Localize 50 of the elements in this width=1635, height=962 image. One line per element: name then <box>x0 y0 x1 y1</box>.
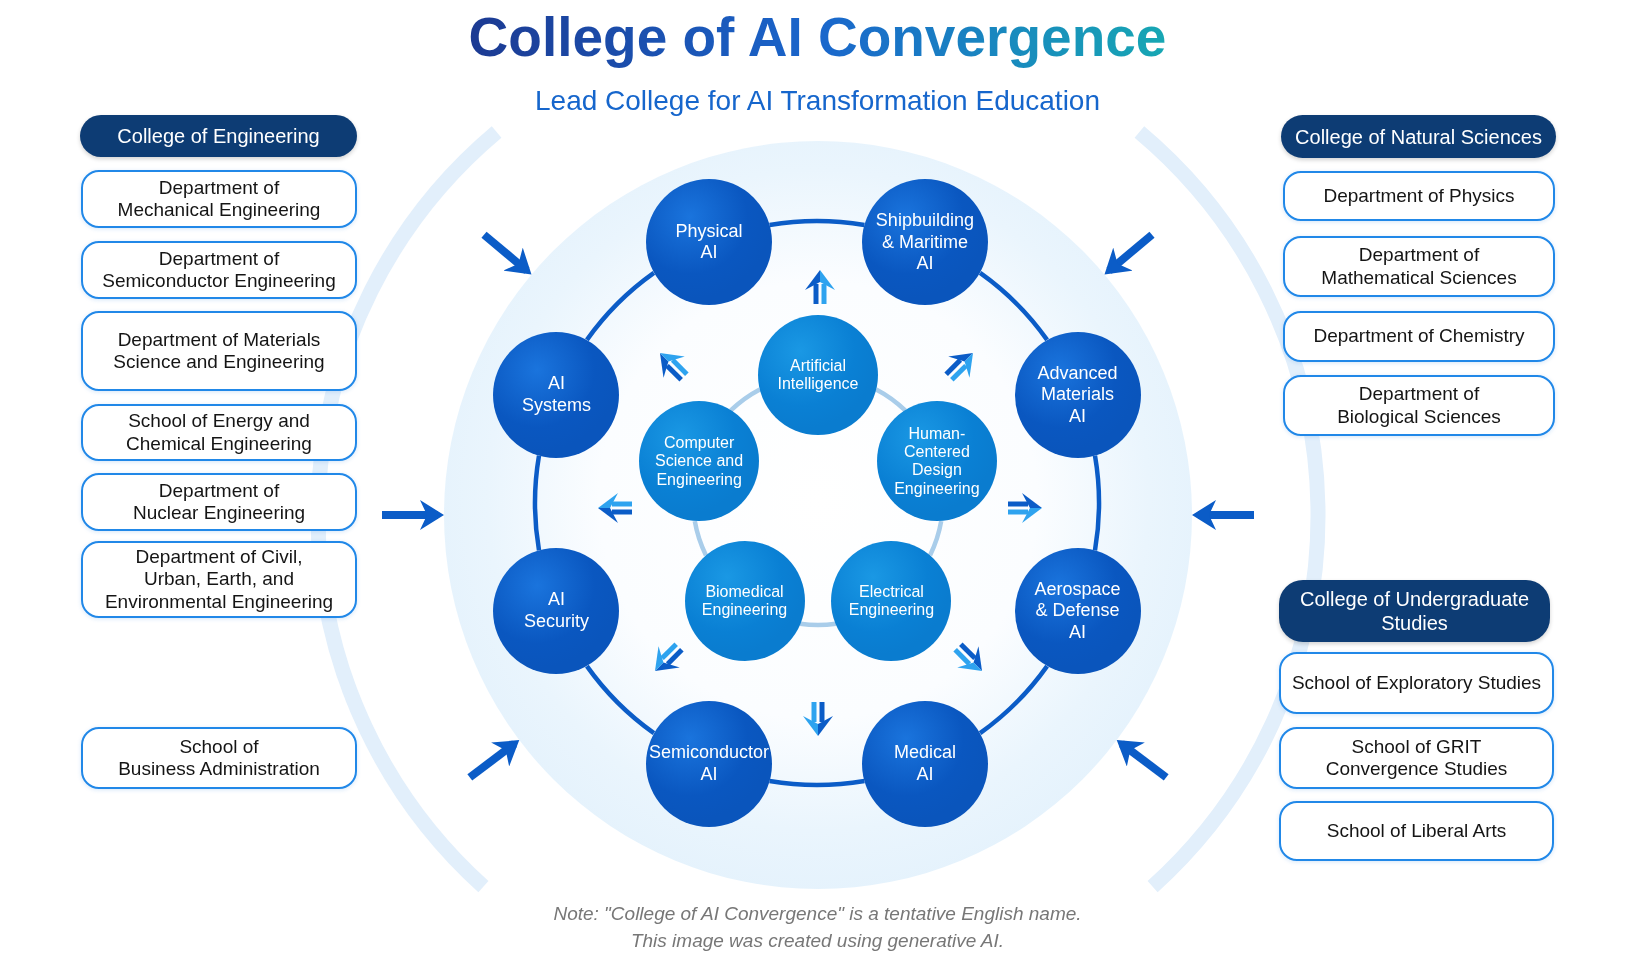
college-header: College of Undergraduate Studies <box>1279 580 1550 642</box>
ring-line <box>978 271 1049 342</box>
unit-box: Department of Civil, Urban, Earth, and Environmental Engineering <box>81 541 357 618</box>
unit-box: Department of Physics <box>1283 171 1555 221</box>
ring-line <box>928 520 944 557</box>
ring-line <box>875 387 907 413</box>
field-circle: Semiconductor AI <box>646 700 773 827</box>
arrow <box>481 231 532 275</box>
field-circle: AI Security <box>493 547 620 674</box>
unit-box: School of Business Administration <box>81 727 357 789</box>
core-circle: Human-Centered Design Engineering <box>876 401 997 522</box>
subtitle: Lead College for AI Transformation Education <box>535 84 1100 118</box>
ring-line <box>799 621 837 628</box>
unit-box: Department of Semiconductor Engineering <box>81 241 357 299</box>
unit-box: Department of Nuclear Engineering <box>81 473 357 531</box>
field-circle: Medical AI <box>861 700 988 827</box>
note: Note: "College of AI Convergence" is a tentative English name. This image was created using generative AI. <box>552 902 1083 953</box>
hub-circle <box>444 141 1192 889</box>
unit-box: School of Exploratory Studies <box>1279 652 1554 714</box>
field-circle: Physical AI <box>646 179 773 306</box>
field-circle: Advanced Materials AI <box>1014 332 1141 459</box>
core-circle: Electrical Engineering <box>831 541 952 662</box>
unit-box: Department of Chemistry <box>1283 311 1555 362</box>
field-circle: Shipbuilding & Maritime AI <box>861 179 988 306</box>
ring-line <box>585 271 656 342</box>
ring-line <box>585 664 656 735</box>
ring-line <box>978 664 1049 735</box>
arrow <box>1116 740 1169 781</box>
ring-line <box>692 520 708 557</box>
ring-line <box>769 778 865 788</box>
college-header: College of Engineering <box>80 115 357 157</box>
arrow <box>1104 231 1155 275</box>
unit-box: Department of Materials Science and Engineering <box>81 311 357 391</box>
unit-box: School of GRIT Convergence Studies <box>1279 727 1554 789</box>
unit-box: Department of Biological Sciences <box>1283 375 1555 436</box>
core-circle: Biomedical Engineering <box>684 541 805 662</box>
unit-box: School of Energy and Chemical Engineering <box>81 404 357 461</box>
ring-line <box>532 455 542 551</box>
arrow <box>467 740 520 781</box>
core-circle: Artificial Intelligence <box>758 315 878 435</box>
unit-box: School of Liberal Arts <box>1279 801 1554 861</box>
unit-box: Department of Mechanical Engineering <box>81 170 357 228</box>
unit-box: Department of Mathematical Sciences <box>1283 236 1555 297</box>
field-circle: AI Systems <box>493 332 620 459</box>
core-circle: Computer Science and Engineering <box>639 401 760 522</box>
ring-line <box>1092 455 1102 551</box>
ring-line <box>769 218 865 228</box>
field-circle: Aerospace & Defense AI <box>1014 547 1141 674</box>
college-header: College of Natural Sciences <box>1281 115 1556 158</box>
ring-line <box>729 387 761 413</box>
